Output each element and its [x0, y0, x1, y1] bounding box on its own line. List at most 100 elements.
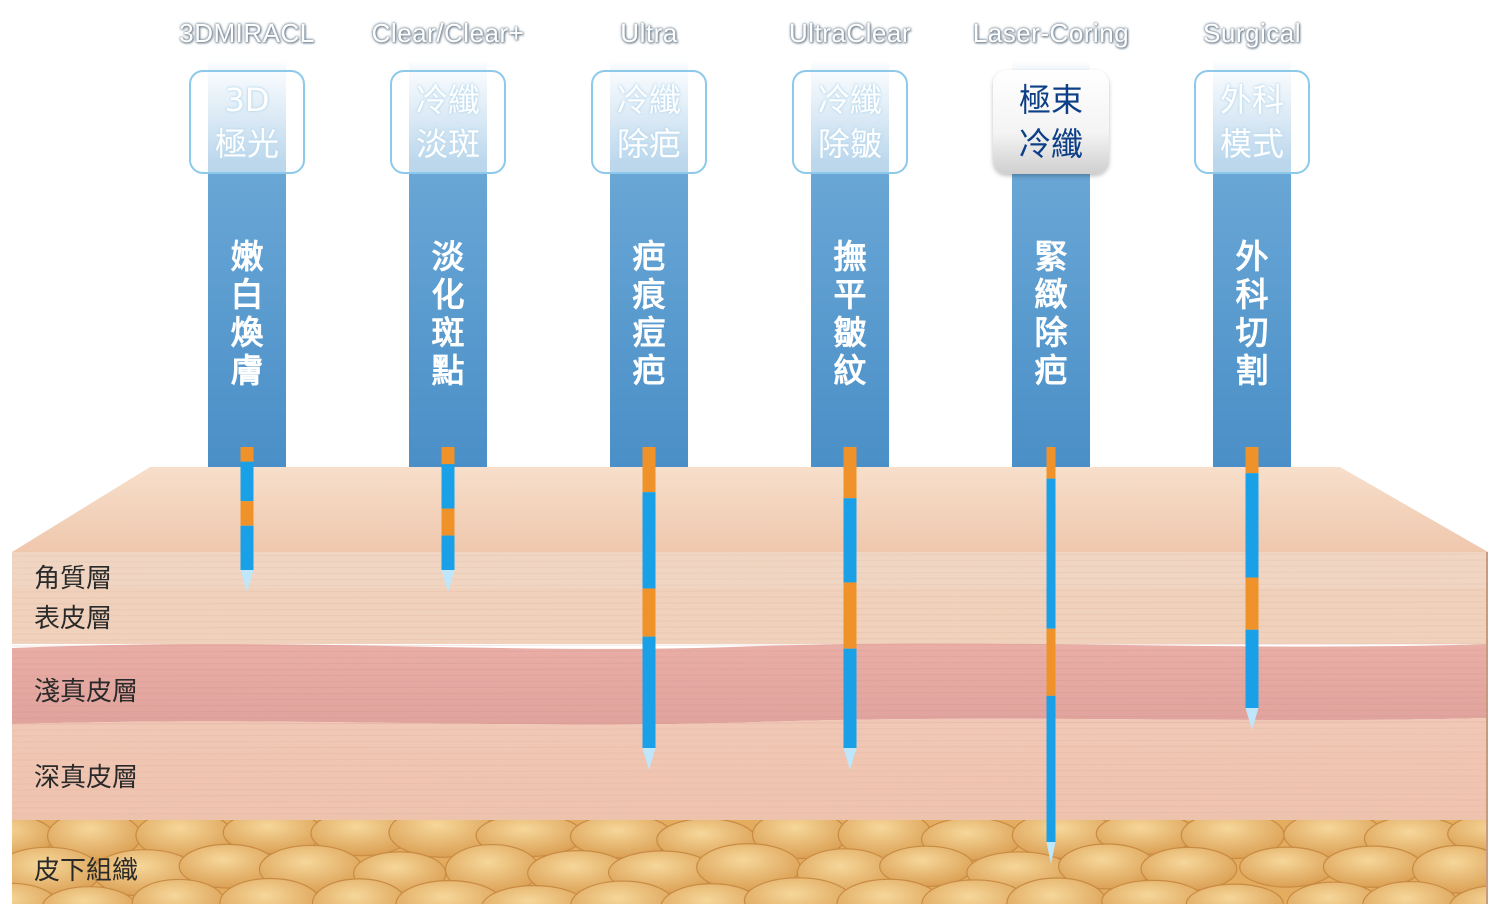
fat-cell: [1449, 885, 1488, 904]
effect-char: 嫩: [230, 237, 264, 276]
mode-label-3dmiracl: 3DMIRACL: [179, 18, 315, 48]
needle-segment: [1245, 447, 1259, 474]
fat-cell: [660, 883, 763, 904]
mode-box-line: 除皺: [817, 125, 882, 163]
effect-char: 切: [1235, 313, 1269, 352]
effect-char: 撫: [833, 237, 867, 276]
needle-segment: [1046, 478, 1056, 629]
mode-box-line: 極光: [214, 125, 279, 163]
needle-channels: [240, 447, 1259, 864]
needle-segment: [1245, 629, 1259, 708]
layer-label-deep-dermis: 深真皮層: [34, 763, 139, 793]
needle-segment: [441, 464, 455, 509]
mode-box-clear: 冷纖 淡斑: [390, 70, 506, 174]
fat-cell: [1185, 883, 1284, 904]
mode-box-line: 淡斑: [415, 125, 480, 163]
skin-surface: [12, 467, 1488, 552]
effect-text-ultra: 疤 痕 痘 疤: [610, 238, 688, 390]
mode-label-surgical: Surgical: [1203, 18, 1301, 48]
mode-box-line: 極束: [1018, 81, 1083, 119]
needle-segment: [843, 498, 857, 583]
needle-tip: [843, 748, 857, 770]
needle-segment: [1046, 628, 1056, 696]
layer-label-epidermis: 表皮層: [34, 604, 113, 634]
mode-box-ultra: 冷纖 除疤: [591, 70, 707, 174]
fat-cell: [1412, 844, 1488, 894]
needle-segment: [441, 508, 455, 536]
effect-char: 白: [230, 275, 264, 314]
needle-segment: [240, 525, 254, 570]
effect-text-ultraclear: 撫 平 皺 紋: [811, 238, 889, 390]
skin-block: [11, 467, 1489, 904]
fat-cell: [570, 880, 676, 904]
effect-char: 疤: [632, 237, 666, 276]
mode-box-line: 冷纖: [415, 81, 480, 119]
needle-segment: [240, 501, 254, 526]
needle-segment: [642, 492, 656, 589]
fat-cell: [1286, 881, 1381, 904]
mode-label-laser-coring: Laser-Coring: [972, 18, 1130, 48]
mode-box-ultraclear: 冷纖 除皺: [792, 70, 908, 174]
mode-box-line: 外科: [1219, 81, 1284, 119]
effect-char: 皺: [833, 313, 867, 352]
layer-label-subcutaneous: 皮下組織: [34, 856, 139, 886]
deep-dermis-band: [12, 718, 1488, 822]
mode-box-line: 冷纖: [616, 81, 681, 119]
effect-char: 痕: [632, 275, 666, 314]
effect-char: 點: [431, 351, 465, 390]
effect-char: 科: [1235, 275, 1269, 314]
effect-char: 平: [833, 275, 867, 314]
needle-segment: [642, 588, 656, 637]
mode-box-line: 模式: [1219, 125, 1284, 163]
effect-char: 煥: [230, 313, 264, 352]
needle-segment: [843, 648, 857, 748]
mode-box-3dmiracl: 3D 極光: [189, 70, 305, 174]
needle-segment: [1245, 473, 1259, 578]
effect-char: 化: [431, 275, 465, 314]
mode-box-line: 3D: [224, 81, 270, 119]
layer-label-stratum-corneum: 角質層: [34, 564, 113, 594]
effect-char: 除: [1034, 313, 1068, 352]
effect-char: 外: [1235, 237, 1269, 276]
needle-segment: [441, 535, 455, 570]
effect-char: 緊: [1034, 237, 1068, 276]
mode-label-ultraclear: UltraClear: [788, 18, 912, 48]
needle-tip: [1245, 708, 1259, 730]
needle-segment: [240, 447, 254, 462]
needle-segment: [1046, 447, 1056, 479]
stratum-corneum-band: [12, 552, 1488, 588]
fat-cell: [42, 886, 136, 904]
epidermis-band: [12, 588, 1488, 644]
effect-char: 紋: [833, 351, 867, 390]
effect-char: 割: [1235, 351, 1269, 390]
needle-segment: [240, 461, 254, 502]
effect-char: 疤: [632, 351, 666, 390]
needle-segment: [843, 582, 857, 649]
mode-box-line: 冷纖: [817, 81, 882, 119]
fat-cell: [1239, 846, 1335, 888]
effect-char: 緻: [1034, 275, 1068, 314]
needle-tip: [240, 570, 254, 592]
effect-text-clear: 淡 化 斑 點: [409, 238, 487, 390]
needle-tip: [1046, 842, 1056, 864]
mode-box-line: 除疤: [616, 125, 681, 163]
needle-segment: [441, 447, 455, 465]
effect-char: 痘: [632, 313, 666, 352]
effect-text-3dmiracl: 嫩 白 煥 膚: [208, 238, 286, 390]
fat-cell: [481, 885, 588, 904]
needle-tip: [441, 570, 455, 592]
effect-char: 疤: [1034, 351, 1068, 390]
layer-label-shallow-dermis: 淺真皮層: [34, 677, 139, 707]
mode-label-clear: Clear/Clear+: [371, 18, 525, 48]
needle-segment: [1046, 695, 1056, 842]
effect-text-surgical: 外 科 切 割: [1213, 238, 1291, 390]
effect-char: 膚: [230, 351, 264, 390]
effect-char: 斑: [431, 313, 465, 352]
mode-box-laser-coring: 極束 冷纖: [993, 70, 1109, 174]
mode-label-ultra: Ultra: [620, 18, 678, 48]
mode-box-surgical: 外科 模式: [1194, 70, 1310, 174]
needle-segment: [843, 447, 857, 499]
needle-segment: [1245, 577, 1259, 630]
